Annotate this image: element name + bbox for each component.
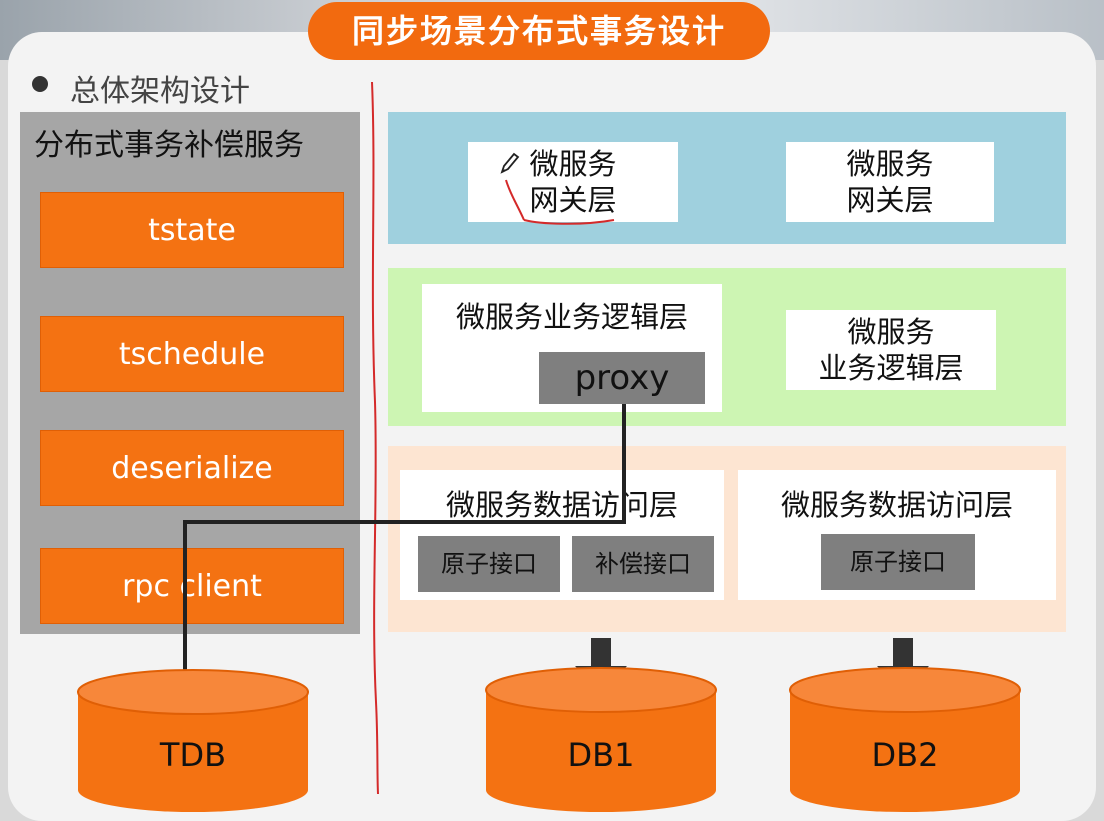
database-label-db1: DB1 [567,736,635,774]
atomic-interface-2: 原子接口 [821,534,975,590]
service-module-tschedule: tschedule [40,316,344,392]
logic-box-1-title: 微服务业务逻辑层 [455,300,688,334]
annotation-underline [505,179,615,225]
slide-title: 同步场景分布式事务设计 [308,2,770,60]
data-box-1-title: 微服务数据访问层 [445,488,678,522]
database-cylinder-tdb [77,669,309,812]
proxy-module: proxy [539,352,705,404]
gateway-box-1-line2: 网关层 [529,183,617,217]
database-label-tdb: TDB [159,736,227,774]
compensation-service-panel: 分布式事务补偿服务 tstate tschedule deserialize r… [20,112,360,634]
gateway-box-2-line2: 网关层 [846,183,934,217]
compensation-interface: 补偿接口 [572,536,714,592]
database-cylinder-db1 [485,667,717,812]
atomic-interface-1: 原子接口 [418,536,560,592]
compensation-panel-title: 分布式事务补偿服务 [34,128,304,163]
logic-box-2: 微服务 业务逻辑层 [786,310,996,390]
logic-box-2-line1: 微服务 [847,315,935,349]
logic-box-2-line2: 业务逻辑层 [818,351,964,385]
data-box-2-title: 微服务数据访问层 [780,488,1013,522]
annotation-divider-line [371,82,379,794]
service-module-deserialize: deserialize [40,430,344,506]
database-label-db2: DB2 [871,736,939,774]
service-module-tstate: tstate [40,192,344,268]
database-cylinder-db2 [789,667,1021,812]
gateway-box-1: 微服务 网关层 [468,142,678,222]
gateway-box-2: 微服务 网关层 [786,142,994,222]
bullet-dot-icon [32,76,48,92]
gateway-box-2-line1: 微服务 [846,147,934,181]
service-module-rpc-client: rpc client [40,548,344,624]
gateway-box-1-line1: 微服务 [529,147,617,181]
pencil-icon [500,152,520,174]
section-bullet: 总体架构设计 [70,74,250,109]
